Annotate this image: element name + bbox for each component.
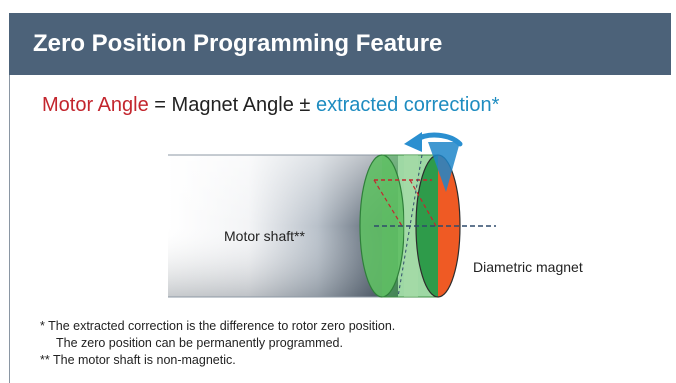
equals-sign: = [148, 94, 172, 116]
footnote-non-magnetic: ** The motor shaft is non-magnetic. [40, 353, 236, 367]
page-title: Zero Position Programming Feature [33, 30, 443, 57]
plus-minus-sign: ± [293, 94, 316, 116]
title-bar: Zero Position Programming Feature [9, 13, 671, 75]
diametric-magnet-label: Diametric magnet [473, 259, 583, 275]
angle-equation: Motor Angle = Magnet Angle ± extracted c… [42, 94, 499, 117]
footnote-correction: * The extracted correction is the differ… [40, 319, 396, 333]
correction-term: extracted correction* [315, 94, 500, 116]
left-border-line [9, 75, 10, 383]
motor-angle-term: Motor Angle [42, 94, 149, 116]
magnet-angle-term: Magnet Angle [171, 94, 294, 116]
magnet-south-half [416, 155, 438, 297]
shaft-magnet-diagram [168, 132, 496, 298]
correction-wedge [428, 142, 460, 192]
footnote-programmed: The zero position can be permanently pro… [56, 336, 343, 350]
magnet-red-diagonal [373, 179, 403, 227]
motor-shaft-label: Motor shaft** [224, 228, 305, 244]
rotation-arrowhead-icon [404, 132, 422, 152]
magnet-red-diagonal-2 [409, 179, 437, 227]
footnotes: * The extracted correction is the differ… [40, 318, 395, 369]
magnet-divider-line [397, 154, 423, 298]
